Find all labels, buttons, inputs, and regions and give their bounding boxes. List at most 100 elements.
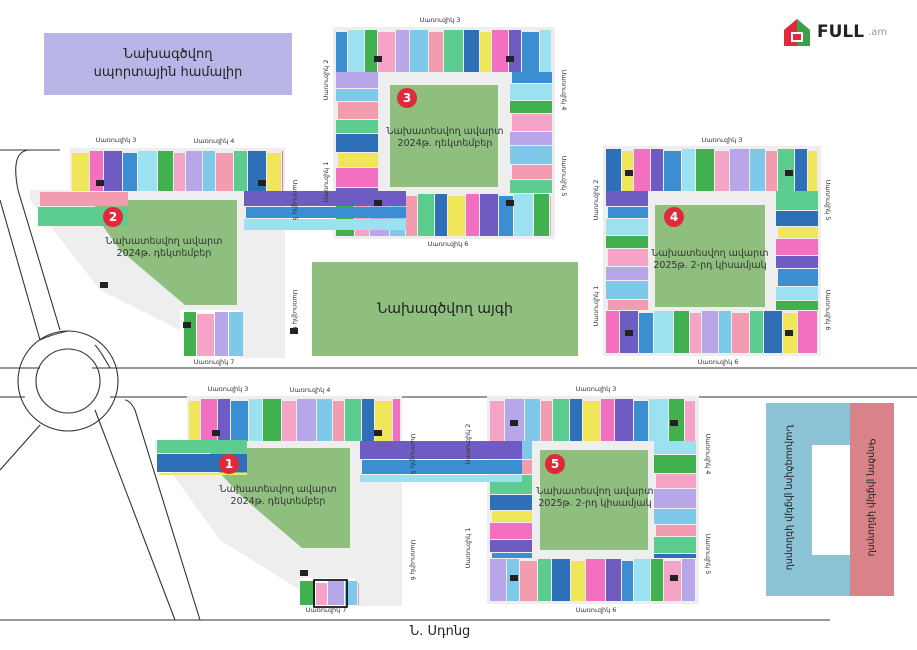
apartment-tile[interactable] <box>606 149 621 191</box>
apartment-tile[interactable] <box>448 196 465 236</box>
apartment-tile[interactable] <box>317 399 332 441</box>
apartment-tile[interactable] <box>328 581 344 605</box>
apartment-tile[interactable] <box>766 151 777 191</box>
apartment-tile[interactable] <box>512 72 552 83</box>
apartment-tile[interactable] <box>664 151 681 191</box>
apartment-tile[interactable] <box>336 188 378 193</box>
apartment-tile[interactable] <box>406 196 417 236</box>
apartment-tile[interactable] <box>750 149 765 191</box>
apartment-tile[interactable] <box>466 194 479 236</box>
apartment-tile[interactable] <box>795 149 807 191</box>
apartment-tile[interactable] <box>300 581 315 605</box>
apartment-tile[interactable] <box>333 401 344 441</box>
apartment-tile[interactable] <box>634 401 648 441</box>
apartment-tile[interactable] <box>336 72 378 88</box>
apartment-tile[interactable] <box>586 559 605 601</box>
apartment-tile[interactable] <box>606 191 648 206</box>
apartment-tile[interactable] <box>362 399 374 441</box>
apartment-tile[interactable] <box>550 196 551 236</box>
apartment-tile[interactable] <box>656 474 696 488</box>
apartment-tile[interactable] <box>654 311 673 353</box>
apartment-tile[interactable] <box>634 559 650 601</box>
apartment-tile[interactable] <box>606 559 621 601</box>
apartment-tile[interactable] <box>348 30 364 72</box>
apartment-tile[interactable] <box>490 523 532 539</box>
apartment-tile[interactable] <box>522 32 539 72</box>
apartment-tile[interactable] <box>174 153 185 191</box>
apartment-tile[interactable] <box>764 311 782 353</box>
apartment-tile[interactable] <box>215 312 228 356</box>
block-1-badge[interactable]: 1 <box>219 454 239 474</box>
apartment-tile[interactable] <box>776 211 818 226</box>
block-5-badge[interactable]: 5 <box>545 454 565 474</box>
apartment-tile[interactable] <box>189 401 200 441</box>
apartment-tile[interactable] <box>492 553 532 558</box>
apartment-tile[interactable] <box>358 583 359 605</box>
apartment-tile[interactable] <box>362 460 522 474</box>
apartment-tile[interactable] <box>654 509 696 524</box>
apartment-tile[interactable] <box>685 401 695 441</box>
apartment-tile[interactable] <box>715 151 729 191</box>
apartment-tile[interactable] <box>541 401 552 441</box>
apartment-tile[interactable] <box>654 455 696 473</box>
apartment-tile[interactable] <box>651 149 663 191</box>
apartment-tile[interactable] <box>490 559 506 601</box>
apartment-tile[interactable] <box>418 194 434 236</box>
apartment-tile[interactable] <box>534 194 549 236</box>
apartment-tile[interactable] <box>104 151 122 191</box>
apartment-tile[interactable] <box>570 399 582 441</box>
apartment-tile[interactable] <box>365 30 377 72</box>
apartment-tile[interactable] <box>510 101 552 113</box>
apartment-tile[interactable] <box>654 554 696 558</box>
apartment-tile[interactable] <box>316 583 327 605</box>
apartment-tile[interactable] <box>246 207 406 218</box>
apartment-tile[interactable] <box>606 219 648 235</box>
apartment-tile[interactable] <box>608 207 648 218</box>
apartment-tile[interactable] <box>634 149 650 191</box>
apartment-tile[interactable] <box>138 151 157 191</box>
apartment-tile[interactable] <box>776 239 818 255</box>
apartment-tile[interactable] <box>336 32 347 72</box>
apartment-tile[interactable] <box>157 440 247 453</box>
apartment-tile[interactable] <box>651 559 663 601</box>
apartment-tile[interactable] <box>338 102 378 119</box>
apartment-tile[interactable] <box>297 399 316 441</box>
apartment-tile[interactable] <box>184 312 196 356</box>
apartment-tile[interactable] <box>234 151 247 191</box>
apartment-tile[interactable] <box>282 401 296 441</box>
apartment-tile[interactable] <box>72 153 89 191</box>
apartment-tile[interactable] <box>778 269 818 286</box>
full-am-logo[interactable]: FULL .am <box>781 14 887 50</box>
block-2-badge[interactable]: 2 <box>103 207 123 227</box>
apartment-tile[interactable] <box>553 399 569 441</box>
apartment-tile[interactable] <box>512 114 552 131</box>
apartment-tile[interactable] <box>492 30 508 72</box>
apartment-tile[interactable] <box>244 191 406 206</box>
apartment-tile[interactable] <box>696 149 714 191</box>
apartment-tile[interactable] <box>510 84 552 100</box>
apartment-tile[interactable] <box>702 311 718 353</box>
apartment-tile[interactable] <box>776 301 818 310</box>
apartment-tile[interactable] <box>158 151 173 191</box>
apartment-tile[interactable] <box>249 399 262 441</box>
apartment-tile[interactable] <box>123 153 137 191</box>
apartment-tile[interactable] <box>512 165 552 179</box>
apartment-tile[interactable] <box>776 191 818 210</box>
apartment-tile[interactable] <box>778 227 818 238</box>
apartment-tile[interactable] <box>514 194 533 236</box>
apartment-tile[interactable] <box>336 89 378 101</box>
apartment-tile[interactable] <box>656 525 696 536</box>
apartment-tile[interactable] <box>654 489 696 508</box>
apartment-tile[interactable] <box>510 146 552 164</box>
apartment-tile[interactable] <box>410 30 428 72</box>
apartment-tile[interactable] <box>682 559 695 601</box>
apartment-tile[interactable] <box>345 581 357 605</box>
apartment-tile[interactable] <box>608 249 648 266</box>
apartment-tile[interactable] <box>719 311 731 353</box>
apartment-tile[interactable] <box>216 153 233 191</box>
apartment-tile[interactable] <box>510 180 552 193</box>
apartment-tile[interactable] <box>639 313 653 353</box>
apartment-tile[interactable] <box>159 473 247 475</box>
apartment-tile[interactable] <box>798 311 817 353</box>
apartment-tile[interactable] <box>510 132 552 145</box>
